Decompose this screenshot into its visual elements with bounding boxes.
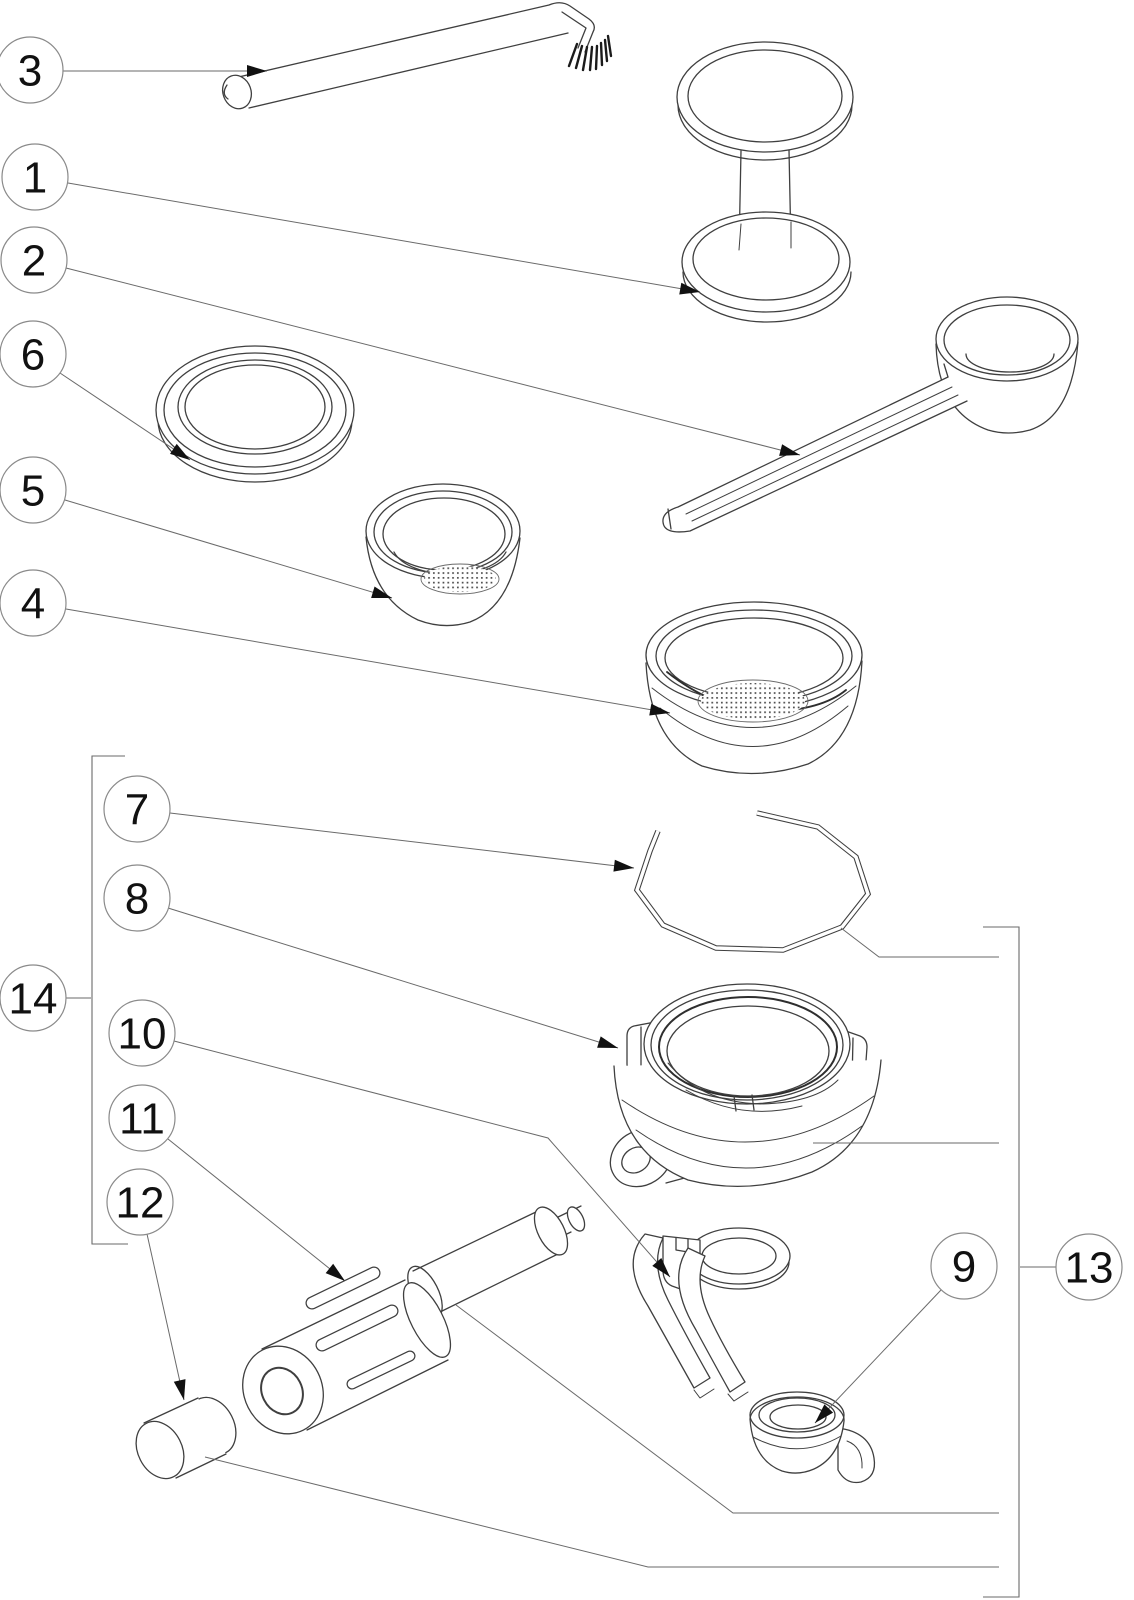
- leader-arrowhead-11: [325, 1263, 345, 1281]
- leader-12: [146, 1233, 185, 1401]
- spout-nozzle-icon: [750, 1392, 874, 1483]
- shaft-to-right-bracket: [455, 1304, 999, 1514]
- cap-to-right-bracket: [204, 1456, 999, 1568]
- callout-label-9: 9: [952, 1243, 976, 1292]
- measuring-scoop-icon: [663, 297, 1078, 532]
- callout-label-4: 4: [21, 580, 45, 629]
- double-shot-filter-basket-icon: [646, 602, 862, 774]
- leader-arrowhead-1: [679, 282, 700, 295]
- handle-shaft-icon: [401, 1202, 588, 1323]
- leader-arrowhead-5: [371, 586, 392, 599]
- callout-label-8: 8: [125, 875, 149, 924]
- callout-label-1: 1: [23, 154, 47, 203]
- leader-8: [167, 907, 619, 1049]
- callout-circle-11: [108, 1084, 176, 1152]
- leader-10: [173, 1040, 671, 1278]
- leader-4: [65, 608, 671, 714]
- callout-label-13: 13: [1065, 1244, 1114, 1293]
- single-shot-filter-basket-icon: [366, 484, 520, 626]
- callout-label-7: 7: [125, 786, 149, 835]
- callout-circle-4: [0, 569, 67, 637]
- leader-arrowhead-9: [815, 1404, 834, 1423]
- leader-7: [169, 812, 635, 869]
- callout-label-11: 11: [119, 1095, 165, 1144]
- tamper-icon: [677, 42, 853, 322]
- spout-splitter-icon: [633, 1228, 790, 1401]
- clip-to-right-bracket: [840, 927, 999, 958]
- leader-1: [67, 182, 701, 293]
- leader-arrowhead-12: [173, 1379, 186, 1400]
- leader-arrowhead-4: [649, 703, 670, 716]
- callout-circle-13: [1055, 1233, 1123, 1301]
- callout-circle-9: [930, 1232, 998, 1300]
- callout-circle-10: [108, 999, 176, 1067]
- leader-arrowhead-3: [247, 65, 267, 77]
- retaining-spring-clip-icon: [637, 813, 868, 950]
- callout-circle-5: [0, 456, 67, 524]
- left-group-bracket: [91, 755, 128, 1245]
- callout-circle-8: [103, 864, 171, 932]
- callout-label-5: 5: [21, 467, 45, 516]
- callout-label-10: 10: [118, 1010, 167, 1059]
- leader-5: [64, 499, 393, 599]
- callout-label-6: 6: [21, 331, 45, 380]
- leader-2: [65, 267, 801, 456]
- callout-circle-12: [106, 1168, 174, 1236]
- leader-arrowhead-8: [597, 1036, 618, 1048]
- leader-arrowhead-7: [613, 859, 634, 872]
- group-adapter-ring-icon: [156, 346, 354, 482]
- right-group-bracket: [983, 926, 1020, 1598]
- callout-circle-2: [0, 226, 68, 294]
- leader-arrowhead-6: [170, 443, 190, 460]
- callout-circle-14: [0, 964, 67, 1032]
- cleaning-brush-icon: [218, 3, 611, 113]
- callout-label-2: 2: [22, 237, 46, 286]
- portafilter-body-icon: [599, 984, 881, 1198]
- leader-arrowhead-10: [652, 1258, 670, 1277]
- callout-circle-3: [0, 36, 64, 104]
- leader-6: [59, 372, 191, 461]
- callout-circle-1: [1, 143, 69, 211]
- leader-9: [814, 1289, 942, 1424]
- callout-circle-7: [103, 775, 171, 843]
- handle-grip-icon: [228, 1273, 460, 1448]
- leader-arrowhead-2: [779, 444, 800, 456]
- handle-end-cap-icon: [127, 1389, 245, 1486]
- callout-label-14: 14: [9, 975, 58, 1024]
- leader-11: [167, 1138, 346, 1282]
- callout-label-3: 3: [18, 47, 42, 96]
- callout-label-12: 12: [116, 1179, 165, 1228]
- callout-circle-6: [0, 320, 67, 388]
